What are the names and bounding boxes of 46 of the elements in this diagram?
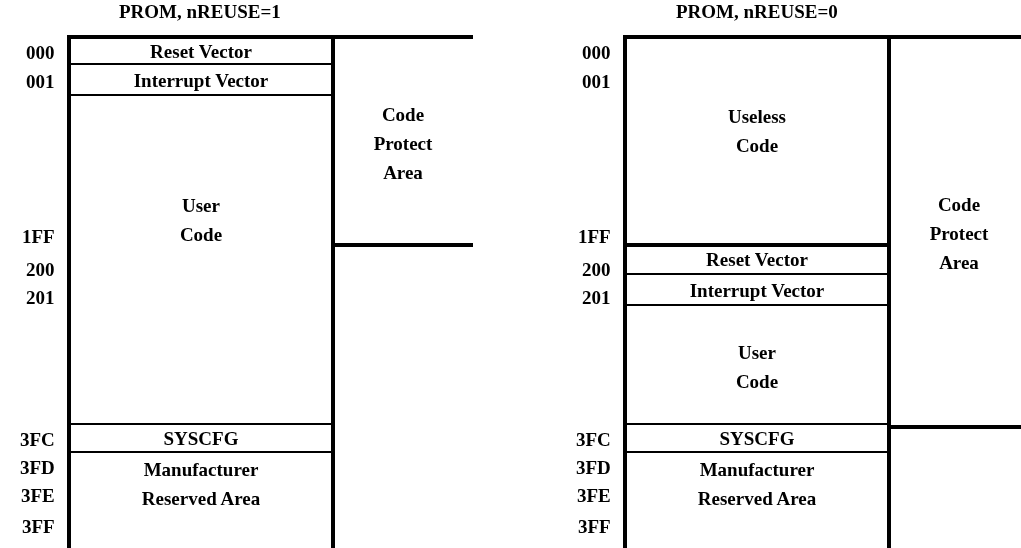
region-label: Manufacturer Reserved Area (696, 458, 818, 511)
memory-region (623, 245, 891, 275)
address-label: 1FF (578, 226, 611, 248)
address-label: 3FF (22, 516, 55, 538)
map-title: PROM, nREUSE=1 (119, 1, 281, 23)
address-label: 3FF (578, 516, 611, 538)
region-label: Code Protect Area (928, 193, 990, 275)
memory-region (623, 425, 891, 453)
memory-region (623, 35, 891, 247)
address-label: 000 (26, 42, 55, 64)
address-label: 000 (582, 42, 611, 64)
memory-region (67, 453, 335, 548)
address-label: 001 (582, 71, 611, 93)
memory-region (67, 425, 335, 453)
memory-region (623, 306, 891, 425)
region-label: SYSCFG (719, 426, 795, 451)
address-label: 200 (582, 259, 611, 281)
address-label: 1FF (22, 226, 55, 248)
region-label: Interrupt Vector (689, 278, 825, 303)
address-label: 201 (26, 287, 55, 309)
region-label: Interrupt Vector (133, 68, 269, 93)
region-label: Useless Code (726, 105, 788, 158)
address-label: 001 (26, 71, 55, 93)
address-label: 200 (26, 259, 55, 281)
region-label: SYSCFG (163, 426, 239, 451)
region-label: User Code (178, 194, 224, 247)
region-label: Reset Vector (706, 247, 808, 272)
address-label: 201 (582, 287, 611, 309)
region-label: Manufacturer Reserved Area (140, 458, 262, 511)
region-label: Code Protect Area (372, 103, 434, 185)
address-label: 3FE (577, 485, 611, 507)
map-title: PROM, nREUSE=0 (676, 1, 838, 23)
address-label: 3FC (20, 429, 55, 451)
protected-region (889, 35, 1021, 429)
region-label: User Code (734, 341, 780, 394)
protected-region (333, 35, 473, 247)
address-label: 3FE (21, 485, 55, 507)
memory-region (623, 453, 891, 548)
memory-region (67, 96, 335, 425)
region-label: Reset Vector (150, 39, 252, 64)
address-label: 3FD (576, 457, 611, 479)
memory-region (67, 35, 335, 65)
address-label: 3FC (576, 429, 611, 451)
memory-region (67, 65, 335, 96)
memory-region (623, 275, 891, 306)
address-label: 3FD (20, 457, 55, 479)
